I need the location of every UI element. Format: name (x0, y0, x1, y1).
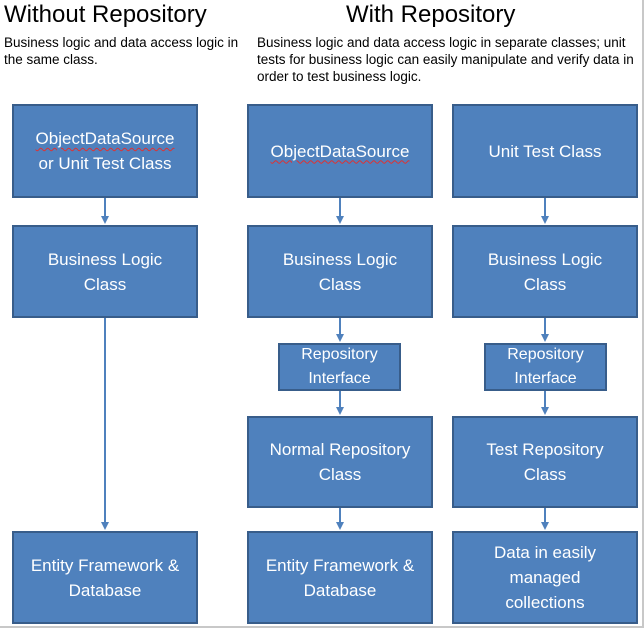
box-test-data-text: Data in easily managed collections (493, 543, 597, 612)
box-without-source-text: ObjectDataSource or Unit Test Class (36, 126, 175, 176)
box-test-source: Unit Test Class (452, 104, 638, 198)
box-normal-source-text: ObjectDataSource (270, 141, 410, 161)
box-normal-repository-class-text: Normal Repository Class (269, 440, 411, 484)
box-without-source: ObjectDataSource or Unit Test Class (12, 104, 198, 198)
box-test-business-logic-text: Business Logic Class (487, 249, 603, 294)
box-normal-data: Entity Framework & Database (247, 531, 433, 624)
box-without-data: Entity Framework & Database (12, 531, 198, 624)
frame-shadow-right (642, 0, 644, 628)
heading-with-repository: With Repository (346, 1, 516, 28)
box-test-business-logic: Business Logic Class (452, 225, 638, 318)
box-normal-repository-interface-text: Repository Interface (301, 346, 378, 387)
box-normal-business-logic: Business Logic Class (247, 225, 433, 318)
box-without-data-text: Entity Framework & Database (30, 555, 180, 600)
box-test-source-text: Unit Test Class (488, 141, 602, 161)
description-with-repository: Business logic and data access logic in … (257, 35, 634, 84)
frame-shadow-bottom (0, 626, 644, 628)
box-normal-source: ObjectDataSource (247, 104, 433, 198)
box-normal-business-logic-text: Business Logic Class (282, 249, 398, 294)
box-without-source-line1: ObjectDataSource (35, 129, 175, 148)
box-test-repository-class-text: Test Repository Class (486, 440, 604, 484)
box-without-business-logic: Business Logic Class (12, 225, 198, 318)
box-without-source-line2: or Unit Test Class (38, 154, 172, 173)
box-normal-repository-class: Normal Repository Class (247, 416, 433, 508)
description-without-repository: Business logic and data access logic in … (4, 35, 239, 67)
box-without-business-logic-text: Business Logic Class (47, 249, 163, 294)
box-test-repository-interface: Repository Interface (484, 343, 607, 391)
box-normal-data-text: Entity Framework & Database (265, 555, 415, 600)
box-test-repository-interface-text: Repository Interface (507, 346, 584, 387)
box-test-repository-class: Test Repository Class (452, 416, 638, 508)
box-normal-repository-interface: Repository Interface (278, 343, 401, 391)
heading-without-repository: Without Repository (4, 1, 207, 28)
box-test-data: Data in easily managed collections (452, 531, 638, 624)
